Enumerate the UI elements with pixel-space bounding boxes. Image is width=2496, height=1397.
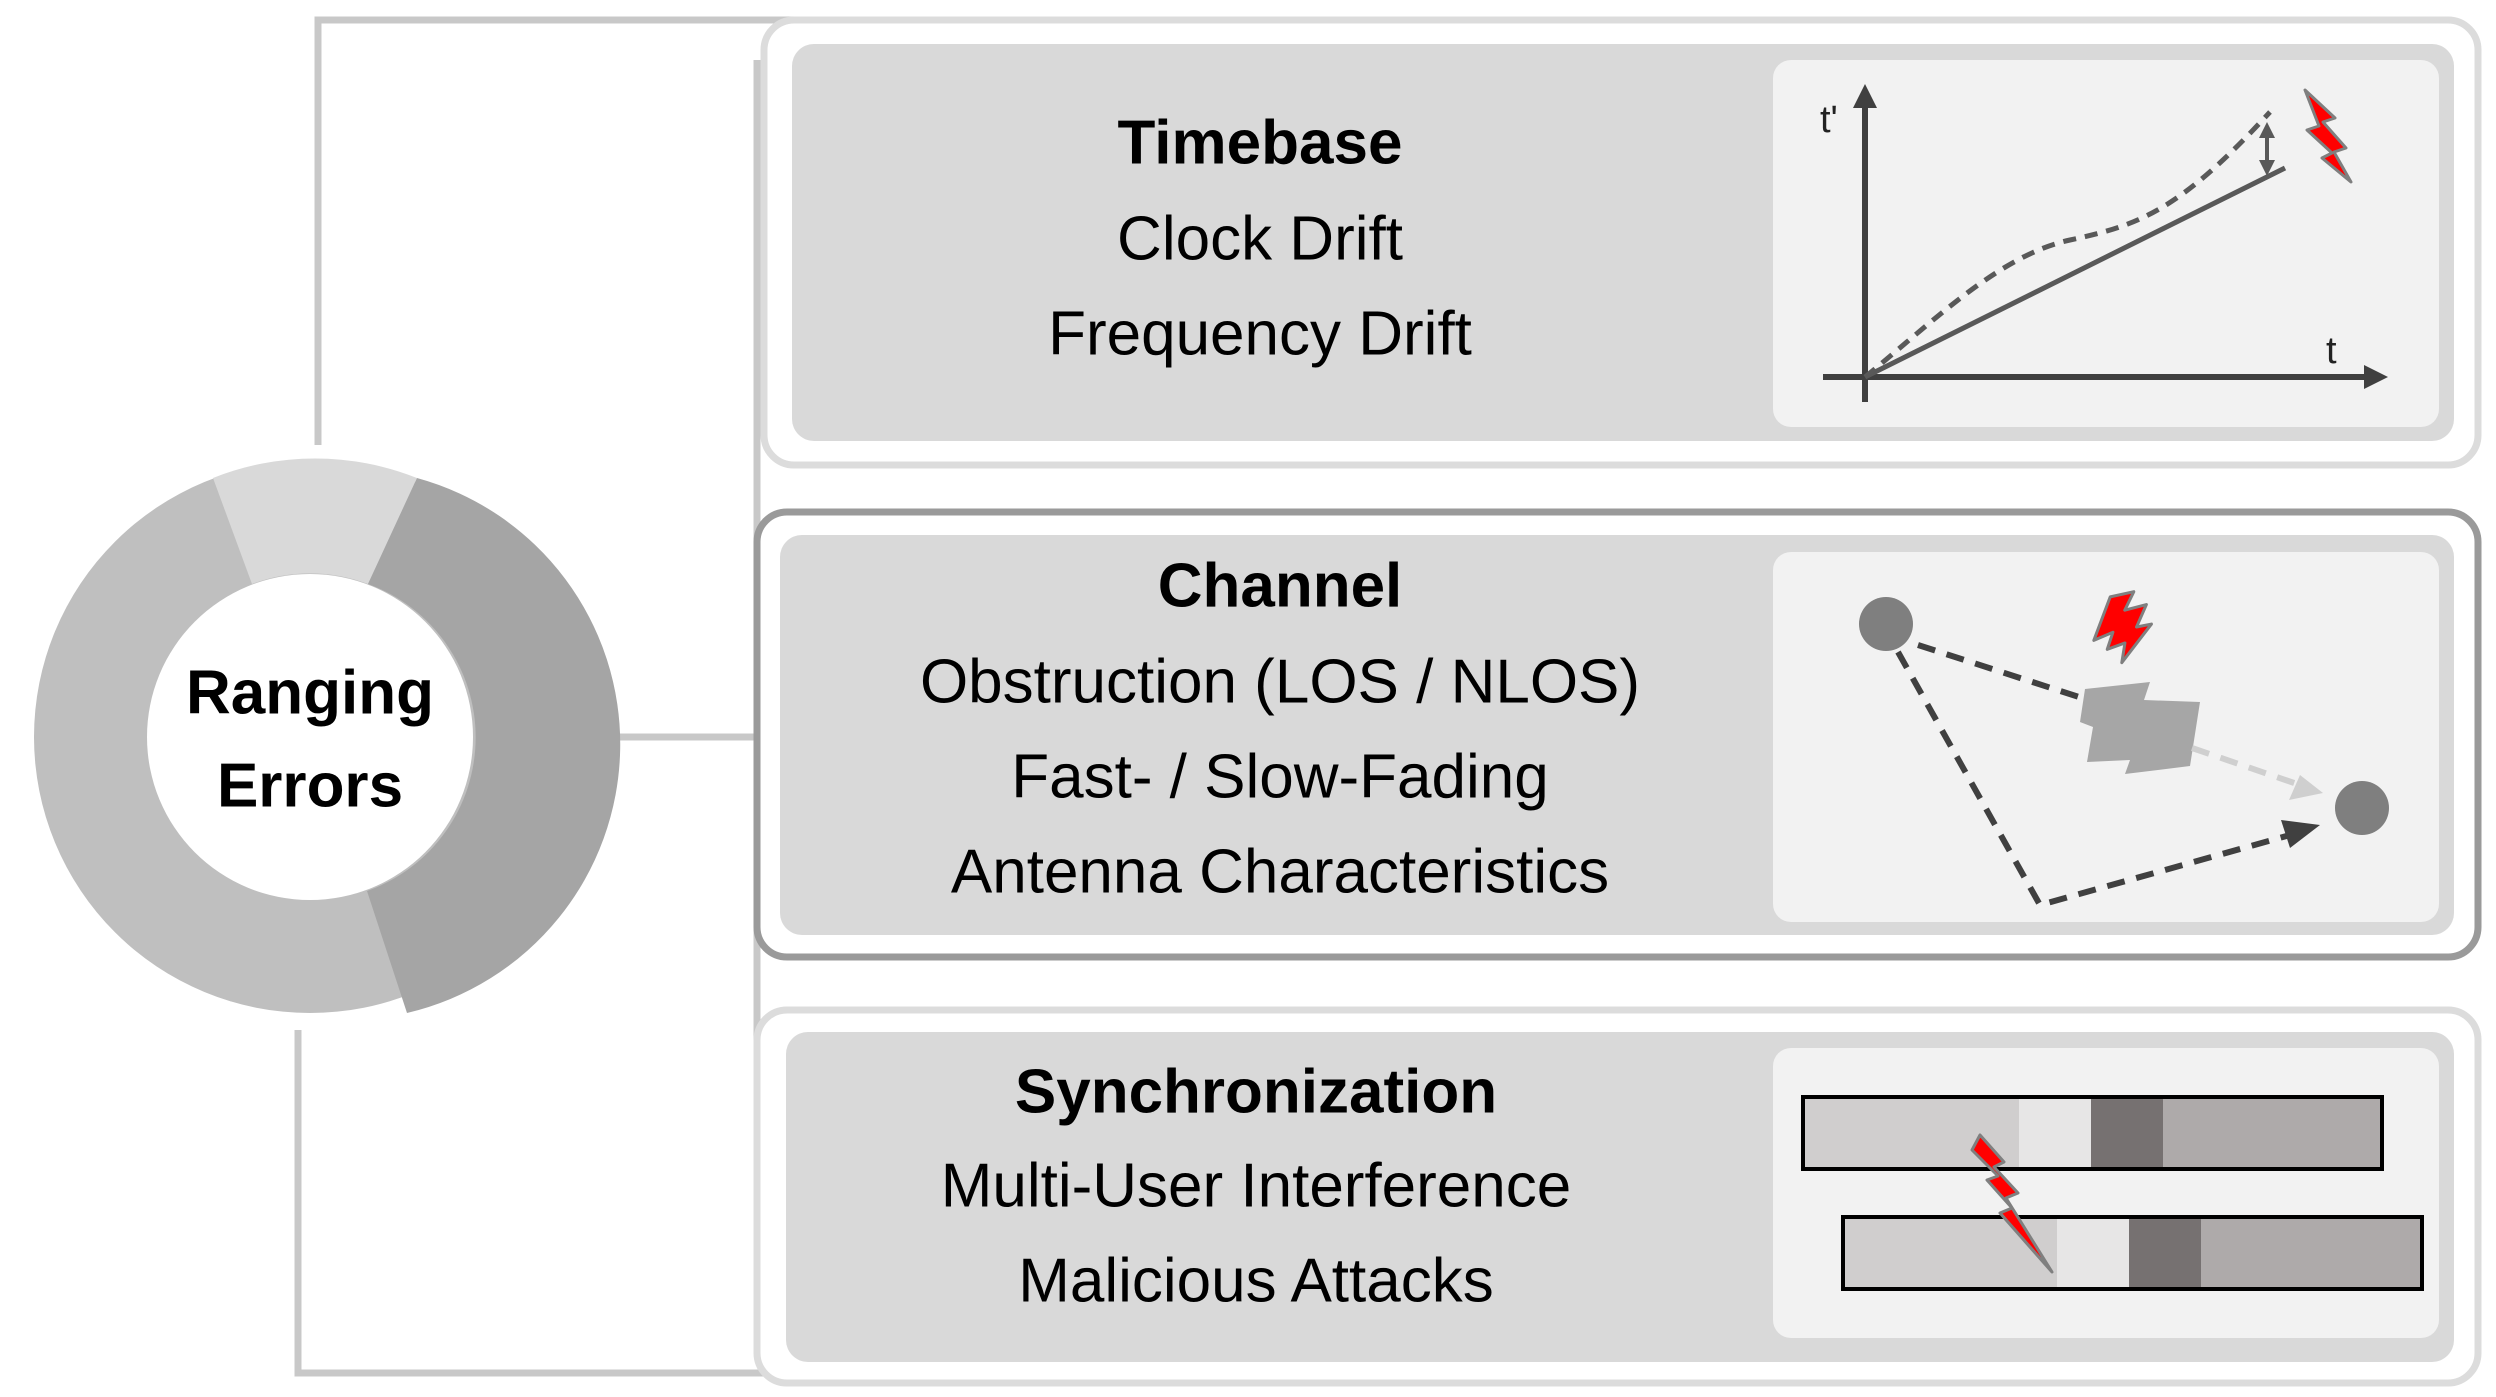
card-synchronization-item-2: Malicious Attacks [1018,1246,1494,1315]
ranging-errors-ring: Ranging Errors [34,458,621,1013]
clock-drift-graph: t' t [1820,84,2388,402]
ring-segment-light [213,458,417,584]
receiver-node [2335,781,2389,835]
drift-offset-arrowhead-down [2259,160,2275,176]
frame-lower [1841,1215,2424,1291]
ideal-clock-line [1863,165,2287,380]
lightning-bolt-icon [2303,88,2353,184]
graph-x-arrowhead [2364,365,2388,389]
center-label-line2: Errors [217,751,403,820]
graph-y-arrowhead [1853,84,1877,108]
card-timebase-title: Timebase [1118,108,1403,177]
card-synchronization-title: Synchronization [1015,1057,1497,1126]
overlapping-frames [1801,1095,2424,1291]
synchronization-illustration-panel [1773,1048,2439,1338]
drifting-clock-line [1863,110,2272,379]
card-synchronization: Synchronization Multi-User Interference … [753,1006,2482,1387]
lightning-bolt-icon [1970,1133,2054,1274]
attenuated-arrowhead [2289,775,2323,800]
timebase-illustration-panel [1773,60,2439,427]
los-path-attenuated [2191,745,2301,788]
connector-middle [600,60,761,741]
card-timebase-item-1: Clock Drift [1117,204,1403,273]
card-channel-item-1: Obstruction (LOS / NLOS) [920,647,1640,716]
nlos-arrowhead [2281,820,2320,848]
multipath-obstruction [1859,590,2389,909]
card-channel-item-3: Antenna Characteristics [951,837,1609,906]
card-timebase: Timebase Clock Drift Frequency Drift t' … [760,16,2482,469]
nlos-reflected-path [1895,650,2291,909]
card-channel-title: Channel [1158,551,1403,620]
card-channel-item-2: Fast- / Slow-Fading [1011,742,1549,811]
frame-upper [1801,1095,2384,1171]
graph-x-label: t [2326,330,2337,372]
card-timebase-item-2: Frequency Drift [1048,299,1472,368]
ring-hole [147,574,473,900]
card-synchronization-item-1: Multi-User Interference [941,1151,1572,1220]
card-channel: Channel Obstruction (LOS / NLOS) Fast- /… [753,508,2482,961]
transmitter-node [1859,597,1913,651]
graph-y-label: t' [1820,99,1838,141]
lightning-bolt-icon [2092,590,2153,665]
ring-segment-dark [367,478,621,1013]
drift-offset-arrowhead-up [2259,122,2275,138]
obstruction-shape [2080,682,2200,774]
center-label-line1: Ranging [186,658,434,727]
